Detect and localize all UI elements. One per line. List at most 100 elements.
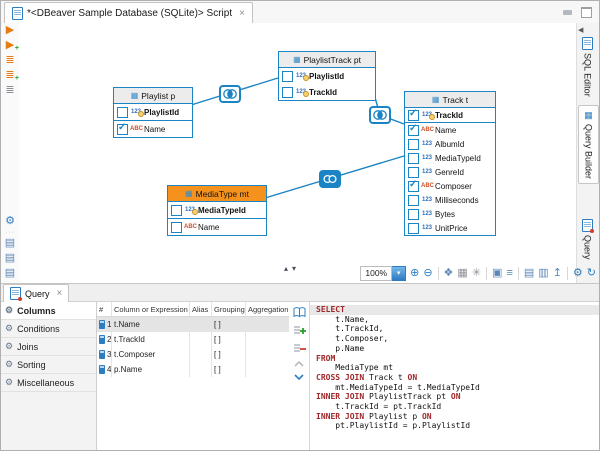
table-column-row[interactable]: 123 PlaylistId [114,104,192,121]
settings-gear-icon[interactable]: ⚙ [572,267,583,279]
entity-table-playlist[interactable]: ▦ Playlist p 123 PlaylistId ABC Name [113,87,193,138]
sidebar-item-conditions[interactable]: ⚙ Conditions [1,320,96,338]
numeric-type-icon: 123 [421,197,432,203]
grid-header-grouping: Grouping [212,302,246,316]
column-checkbox[interactable] [408,123,419,136]
entity-table-track[interactable]: ▦ Track t 123 TrackId ABC Name 123 Album… [404,91,496,236]
collapse-down-icon[interactable]: ▾ [292,264,297,273]
column-checkbox[interactable] [408,222,419,234]
explain-plan-icon[interactable]: ≣ [5,84,15,96]
grid-row[interactable]: 3 t.Composer [ ] [97,347,289,362]
grid-row[interactable]: 2 t.TrackId [ ] [97,332,289,347]
table-column-row[interactable]: ABC Name [114,121,192,137]
table-column-row[interactable]: 123 PlaylistId [279,68,375,84]
column-checkbox[interactable] [117,122,128,135]
grid-header-num: # [97,302,112,316]
column-checkbox[interactable] [408,108,419,121]
sidebar-item-columns[interactable]: ⚙ Columns [1,302,96,320]
inner-join-icon[interactable] [219,85,241,103]
entity-table-playlisttrack[interactable]: ▦ PlaylistTrack pt 123 PlaylistId 123 Tr… [278,51,376,101]
add-column-icon[interactable] [293,325,306,336]
table-column-row[interactable]: 123 MediaTypeId [168,202,266,219]
grid-row[interactable]: 1 t.Name [ ] [97,317,289,332]
edit-document-icon[interactable]: ▤ [4,267,16,279]
view-settings-icon[interactable]: ≡ [506,267,513,279]
table-icon: ▦ [293,55,301,64]
sidebar-item-miscellaneous[interactable]: ⚙ Miscellaneous [1,374,96,392]
tab-query-builder[interactable]: ▦ Query Builder [578,105,599,185]
column-checkbox[interactable] [171,204,182,216]
remove-column-icon[interactable] [293,343,306,354]
row-number: 2 [107,335,112,344]
sidebar-item-joins[interactable]: ⚙ Joins [1,338,96,356]
table-column-row[interactable]: 123 Milliseconds [405,193,495,207]
close-icon[interactable]: × [239,7,245,19]
refresh-icon[interactable]: ↻ [586,267,596,279]
table-column-row[interactable]: 123 TrackId [405,108,495,123]
table-column-row[interactable]: ABC Name [405,123,495,137]
inner-join-icon[interactable] [369,106,391,124]
tab-sql-editor[interactable]: SQL Editor [578,33,597,101]
sidebar-item-sorting[interactable]: ⚙ Sorting [1,356,96,374]
sql-line: t.TrackId = pt.TrackId [316,402,442,412]
export-document-icon[interactable]: ▤ [4,237,16,249]
toggle-grid-icon[interactable]: ▦ [457,267,468,279]
numeric-key-icon: 123 [295,73,309,81]
table-column-row[interactable]: 123 Bytes [405,207,495,221]
table-column-row[interactable]: ABC Composer [405,179,495,193]
execute-new-tab-icon[interactable]: ▶+ [5,39,19,52]
query-panel-tabbar: Query × [1,284,599,302]
entity-table-title: MediaType mt [195,188,249,199]
print-icon[interactable]: ▤ [523,267,535,279]
snap-to-grid-icon[interactable]: ✳ [471,267,482,279]
save-image-icon[interactable]: ▥ [538,267,549,279]
new-script-icon[interactable]: ≣+ [5,69,19,82]
editor-tab-script[interactable]: *<DBeaver Sample Database (SQLite)> Scri… [4,2,253,23]
move-down-icon[interactable] [294,374,304,381]
column-checkbox[interactable] [408,179,419,192]
maximize-icon[interactable] [581,7,592,18]
column-checkbox[interactable] [408,152,419,164]
sql-preview[interactable]: SELECT t.Name, t.TrackId, t.Composer, p.… [310,302,599,450]
zoom-in-icon[interactable]: ⊕ [410,267,420,279]
row-grouping: [ ] [212,362,246,377]
query-builder-diagram[interactable]: ▦ Playlist p 123 PlaylistId ABC Name ▦ P… [19,23,577,284]
close-icon[interactable]: × [56,288,63,299]
grid-row[interactable]: 4 p.Name [ ] [97,362,289,377]
validate-document-icon[interactable]: ▤ [4,252,16,264]
restore-panel-icon[interactable]: ◀ [578,27,584,34]
table-column-row[interactable]: ABC Name [168,219,266,235]
export-upload-icon[interactable]: ↥ [552,267,562,279]
auto-layout-icon[interactable]: ❖ [443,267,454,279]
show-comments-icon[interactable]: ▣ [492,267,503,279]
minimize-icon[interactable] [563,10,572,15]
tab-query[interactable]: Query [578,215,597,264]
execute-script-icon[interactable]: ≣ [5,54,15,66]
settings-gear-icon[interactable]: ⚙ [5,215,15,227]
column-checkbox[interactable] [408,166,419,178]
column-checkbox[interactable] [282,86,293,98]
toolbar-divider [437,266,439,280]
table-column-row[interactable]: 123 UnitPrice [405,221,495,235]
tab-query-bottom[interactable]: Query × [3,284,70,302]
column-checkbox[interactable] [117,106,128,118]
column-checkbox[interactable] [408,138,419,150]
show-sql-preview-icon[interactable] [293,307,306,318]
column-checkbox[interactable] [408,208,419,220]
collapse-up-icon[interactable]: ▴ [284,264,289,273]
column-checkbox[interactable] [171,221,182,233]
table-column-row[interactable]: 123 MediaTypeId [405,151,495,165]
sidebar-item-label: Columns [17,305,56,316]
chevron-down-icon[interactable]: ▾ [392,265,407,281]
entity-table-mediatype[interactable]: ▦ MediaType mt 123 MediaTypeId ABC Name [167,185,267,236]
column-checkbox[interactable] [282,70,293,82]
table-column-row[interactable]: 123 TrackId [279,84,375,100]
move-up-icon[interactable] [294,360,304,367]
zoom-level-select[interactable]: 100% ▾ [360,265,407,281]
zoom-out-icon[interactable]: ⊖ [423,267,433,279]
cross-join-icon[interactable] [319,170,341,188]
execute-statement-icon[interactable]: ▶ [5,24,15,36]
column-checkbox[interactable] [408,194,419,206]
table-column-row[interactable]: 123 GenreId [405,165,495,179]
table-column-row[interactable]: 123 AlbumId [405,137,495,151]
